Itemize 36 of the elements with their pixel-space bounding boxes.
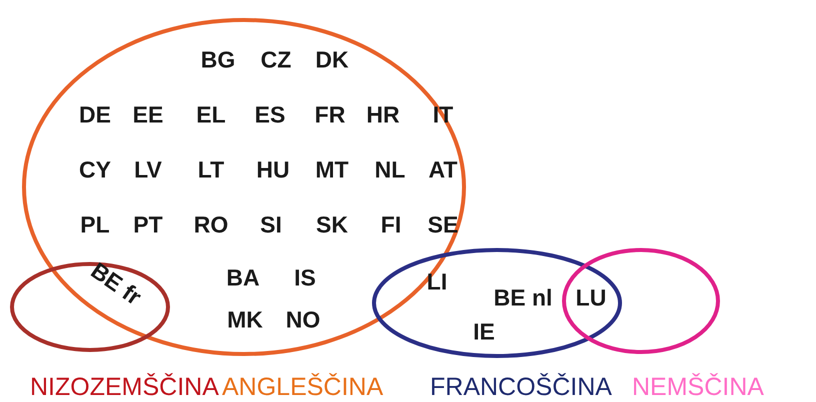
country-code: AT [428,158,458,182]
country-code: EL [196,104,226,126]
country-code: LU [576,286,606,310]
language-label: FRANCOŠČINA [430,375,612,400]
country-code: NO [286,308,320,332]
country-code: EE [132,104,164,126]
country-code: MT [315,158,349,182]
country-code: BE fr [86,258,146,310]
country-code: BA [226,266,260,290]
country-code: BE nl [494,286,552,310]
country-code: HU [256,158,290,182]
country-code: HR [366,104,400,126]
country-code: FR [314,104,346,126]
country-code: SE [428,214,458,236]
country-code: PT [133,214,163,236]
country-code: CZ [260,48,292,72]
language-label: NEMŠČINA [632,375,764,400]
country-code: MK [227,308,263,332]
country-code: LT [198,158,224,182]
country-code: SI [260,214,282,236]
country-code: FI [380,214,402,236]
country-code: IS [294,266,316,290]
country-code: PL [80,214,110,236]
country-code: CY [79,158,111,182]
country-code: LV [134,158,162,182]
country-code: IE [473,320,495,344]
country-code: SK [316,214,348,236]
country-code: LI [426,270,448,294]
country-code: ES [254,104,286,126]
country-code: BG [200,48,236,72]
country-code: RO [194,214,228,236]
country-code: DE [79,104,111,126]
country-code: NL [374,158,406,182]
language-label: ANGLEŠČINA [222,375,384,400]
language-label: NIZOZEMŠČINA [30,375,219,400]
country-code: DK [315,48,349,72]
